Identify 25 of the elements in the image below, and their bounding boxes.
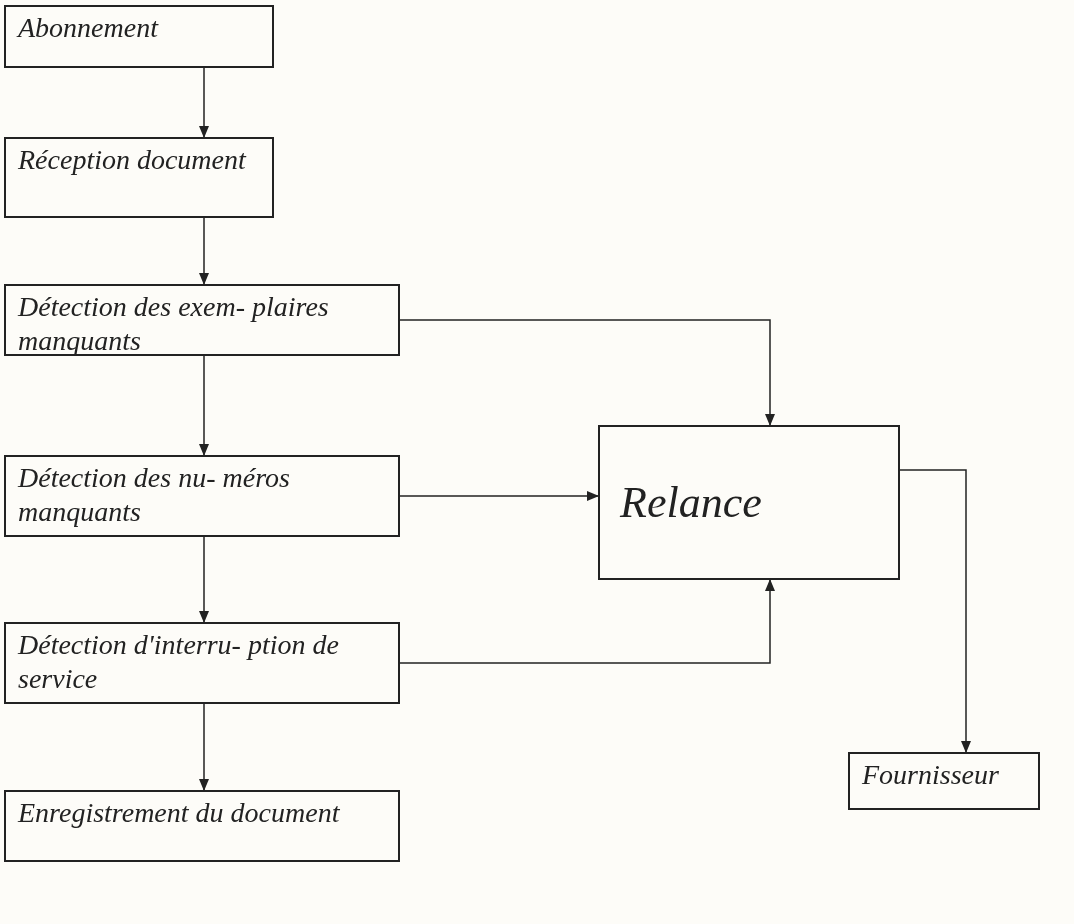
- box-label: Abonnement: [18, 11, 160, 45]
- process-box: [4, 137, 274, 218]
- box-label: Relance: [619, 477, 763, 529]
- arrow: [199, 67, 209, 138]
- box-label: Enregistrement du document: [18, 796, 341, 830]
- arrow: [399, 579, 775, 664]
- box-label: Réception document: [18, 143, 248, 177]
- process-box: [4, 284, 400, 356]
- arrow: [199, 703, 209, 791]
- arrow: [199, 355, 209, 456]
- arrow: [199, 536, 209, 623]
- arrow: [199, 217, 209, 285]
- box-label: Fournisseur: [862, 758, 1000, 792]
- process-box: [4, 622, 400, 704]
- arrow: [899, 469, 971, 753]
- process-box: [598, 425, 900, 580]
- arrow: [399, 319, 775, 426]
- process-box: [4, 790, 400, 862]
- box-label: Détection des exem- plaires manquants: [18, 290, 330, 358]
- process-box: [4, 455, 400, 537]
- process-box: [4, 5, 274, 68]
- box-label: Détection des nu- méros manquants: [18, 461, 291, 529]
- process-box: [848, 752, 1040, 810]
- box-label: Détection d'interru- ption de service: [18, 628, 340, 696]
- arrow: [399, 491, 599, 501]
